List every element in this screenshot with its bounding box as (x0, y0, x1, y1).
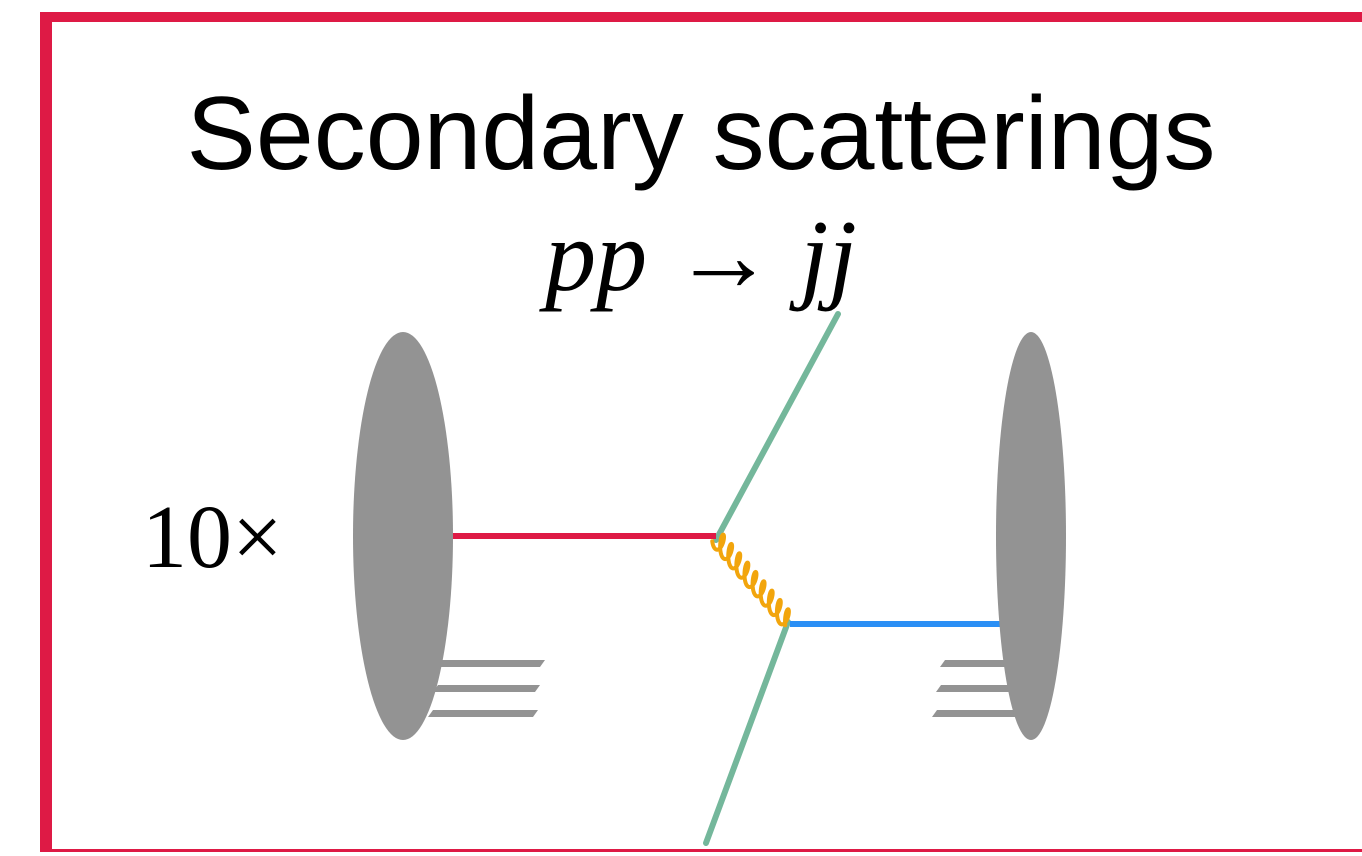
process-formula: pp → jj (545, 200, 857, 313)
gluon-exchange (710, 532, 791, 628)
slide-frame (40, 12, 1362, 852)
outgoing-jet-lower (703, 619, 791, 846)
proton-remnants-right (932, 660, 1018, 717)
slide-title: Secondary scatterings (186, 76, 1216, 192)
outgoing-jet-upper (713, 311, 841, 543)
proton-left (353, 332, 453, 740)
proton-right (996, 332, 1066, 740)
proton-remnants-left (428, 660, 545, 717)
multiplicity-label: 10× (142, 488, 283, 587)
